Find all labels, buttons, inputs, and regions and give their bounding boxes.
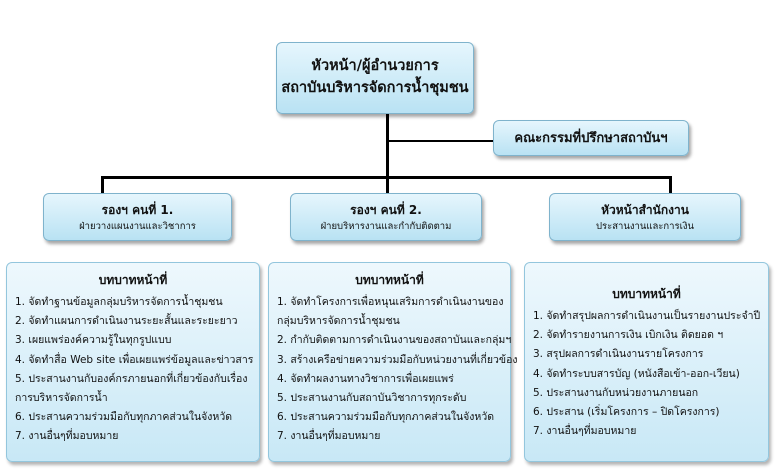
- duty-item: 5. ประสานงานกับหน่วยงานภายนอก: [533, 386, 699, 399]
- unit-subtitle: ฝ่ายบริหารงานและกำกับติดตาม: [320, 221, 452, 232]
- unit-title: รองฯ คนที่ 2.: [350, 203, 422, 217]
- duty-item: 4. จัดทำสื่อ Web site เพื่อเผยแพร่ข้อมูล…: [15, 353, 254, 366]
- duty-item: 2. กำกับติดตามการดำเนินงานของสถาบันและกล…: [277, 334, 512, 347]
- duties-list: 1. จัดทำโครงการเพื่อหนุนเสริมการดำเนินงา…: [277, 293, 518, 447]
- duty-item: 4. จัดทำผลงานทางวิชาการเพื่อเผยแพร่: [277, 372, 454, 385]
- connector-head-down: [386, 113, 389, 178]
- duty-item: 2. จัดทำแผนการดำเนินงานระยะสั้นและระยะยา…: [15, 315, 238, 328]
- duty-item: 3. สรุปผลการดำเนินงานรายโครงการ: [533, 348, 704, 361]
- duty-item: 1. จัดทำสรุปผลการดำเนินงานเป็นรายงานประจ…: [533, 310, 761, 322]
- duty-item: 3. สร้างเครือข่ายความร่วมมือกับหน่วยงานท…: [277, 353, 518, 366]
- unit-title: รองฯ คนที่ 1.: [101, 203, 174, 217]
- duty-item-continued: กลุ่มบริหารจัดการน้ำชุมชน: [277, 315, 400, 328]
- duty-item: 6. ประสาน (เริ่มโครงการ – ปิดโครงการ): [533, 406, 720, 419]
- unit-box-deputy-2: รองฯ คนที่ 2. ฝ่ายบริหารงานและกำกับติดตา…: [290, 193, 482, 241]
- unit-box-office-head: หัวหน้าสำนักงาน ประสานงานและการเงิน: [549, 193, 741, 241]
- head-title-line2: สถาบันบริหารจัดการน้ำชุมชน: [281, 80, 469, 96]
- duties-panel-office-head: บทบาทหน้าที่ 1. จัดทำสรุปผลการดำเนินงานเ…: [524, 262, 769, 462]
- connector-advisory: [386, 140, 494, 142]
- duties-list: 1. จัดทำสรุปผลการดำเนินงานเป็นรายงานประจ…: [533, 307, 760, 441]
- duties-list: 1. จัดทำฐานข้อมูลกลุ่มบริหารจัดการน้ำชุม…: [15, 293, 254, 447]
- unit-box-deputy-1: รองฯ คนที่ 1. ฝ่ายวางแผนงานและวิชาการ: [43, 193, 232, 241]
- head-box: หัวหน้า/ผู้อำนวยการ สถาบันบริหารจัดการน้…: [276, 42, 474, 114]
- duty-item: 7. งานอื่นๆที่มอบหมาย: [15, 430, 119, 443]
- duty-item: 2. จัดทำรายงานการเงิน เบิกเงิน ติดยอด ฯ: [533, 329, 724, 342]
- duty-item: 7. งานอื่นๆที่มอบหมาย: [533, 425, 637, 438]
- duty-item-continued: การบริหารจัดการน้ำ: [15, 392, 108, 405]
- duty-item: 7. งานอื่นๆที่มอบหมาย: [277, 430, 381, 443]
- duties-heading: บทบาทหน้าที่: [355, 273, 424, 287]
- connector-unit1-down: [101, 176, 104, 195]
- duty-item: 5. ประสานงานกับสถาบันวิชาการทุกระดับ: [277, 392, 467, 405]
- duty-item: 4. จัดทำระบบสารบัญ (หนังสือเข้า-ออก-เวีย…: [533, 367, 740, 380]
- duties-heading: บทบาทหน้าที่: [612, 287, 681, 301]
- duty-item: 1. จัดทำโครงการเพื่อหนุนเสริมการดำเนินงา…: [277, 296, 504, 308]
- unit-subtitle: ฝ่ายวางแผนงานและวิชาการ: [79, 221, 196, 232]
- advisory-label: คณะกรรมที่ปรึกษาสถาบันฯ: [514, 131, 668, 146]
- duties-panel-deputy-1: บทบาทหน้าที่ 1. จัดทำฐานข้อมูลกลุ่มบริหา…: [6, 262, 260, 462]
- duties-heading: บทบาทหน้าที่: [98, 273, 168, 287]
- duty-item: 1. จัดทำฐานข้อมูลกลุ่มบริหารจัดการน้ำชุม…: [15, 296, 223, 308]
- unit-subtitle: ประสานงานและการเงิน: [596, 221, 694, 232]
- advisory-box: คณะกรรมที่ปรึกษาสถาบันฯ: [493, 120, 689, 156]
- head-title-line1: หัวหน้า/ผู้อำนวยการ: [311, 58, 439, 74]
- duty-item: 6. ประสานความร่วมมือกับทุกภาคส่วนในจังหว…: [15, 411, 233, 424]
- duty-item: 3. เผยแพร่องค์ความรู้ในทุกรูปแบบ: [15, 334, 172, 347]
- duties-panel-deputy-2: บทบาทหน้าที่ 1. จัดทำโครงการเพื่อหนุนเสร…: [268, 262, 518, 462]
- duty-item: 6. ประสานความร่วมมือกับทุกภาคส่วนในจังหว…: [277, 411, 495, 424]
- connector-unit3-down: [669, 176, 672, 195]
- duty-item: 5. ประสานงานกับองค์กรภายนอกที่เกี่ยวข้อง…: [15, 372, 248, 385]
- connector-unit2-down: [386, 176, 389, 195]
- unit-title: หัวหน้าสำนักงาน: [601, 203, 689, 217]
